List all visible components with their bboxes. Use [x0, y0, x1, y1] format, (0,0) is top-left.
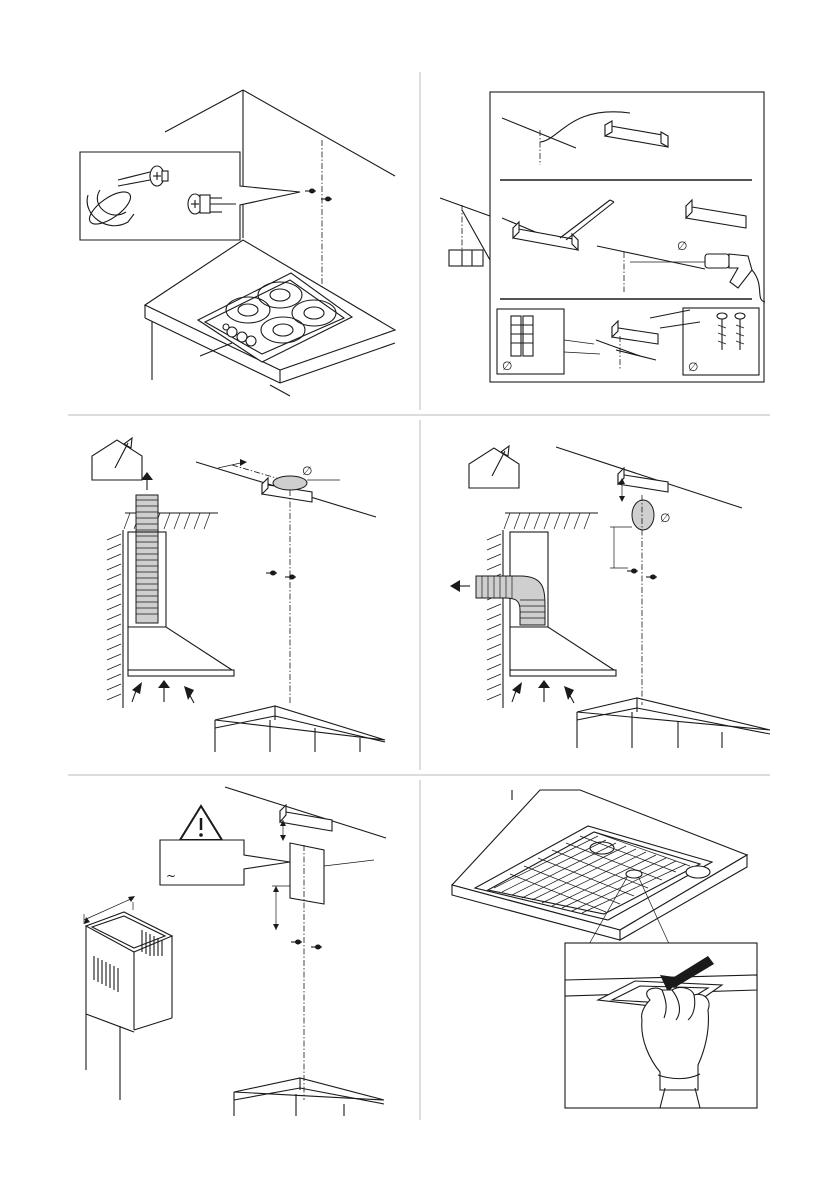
warning-callout: ~: [160, 840, 290, 885]
cabinets-3: [234, 1078, 384, 1116]
chimney-covers: [84, 896, 172, 1100]
step-3-plugs-and-screws: ∅ ∅: [497, 308, 759, 375]
zoom-detail: [565, 943, 757, 1108]
panel-chimney-height-warning: ~: [84, 787, 386, 1116]
panel-bracket-mounting-steps: ∅ ∅: [440, 92, 765, 382]
countertop-with-hob: [145, 240, 395, 396]
hood-underside: [452, 790, 747, 940]
wall-plug-detail: [511, 316, 533, 356]
panel-wall-screw-plugs: [80, 90, 395, 396]
wall-plug-screws: [305, 189, 332, 202]
cabinets-2: [577, 698, 770, 748]
panel-ducted-side-exhaust: ∅: [450, 446, 770, 748]
step-1-bracket-position: [502, 112, 668, 165]
hood-body-2: [450, 532, 616, 703]
approx-symbol: ~: [166, 869, 176, 883]
screws-detail: [717, 313, 745, 350]
ceiling-and-wall: [107, 513, 218, 708]
step-2-marking-and-drilling: ∅: [502, 200, 765, 302]
outlet-diameter-symbol-2: ∅: [660, 511, 670, 525]
bore-diameter-symbol: ∅: [677, 239, 687, 253]
warning-triangle-icon: [180, 806, 222, 840]
overview-wall-sketch: [440, 198, 490, 266]
panel-grease-filter-removal: [452, 790, 757, 1108]
flexible-duct: [136, 472, 158, 623]
detail-callout: [80, 152, 300, 240]
screw-diameter-symbol: ∅: [688, 360, 698, 374]
panel-ducted-vertical-exhaust: ∅: [92, 438, 385, 752]
bracket-and-chimney-plate: [225, 787, 386, 1100]
power-drill-icon: [705, 254, 765, 302]
plug-diameter-symbol: ∅: [502, 359, 512, 373]
cabinets: [215, 706, 385, 752]
outlet-diameter-symbol: ∅: [302, 464, 312, 478]
ducted-mode-house-icon: [92, 438, 142, 480]
ducted-mode-house-icon-2: [469, 446, 519, 488]
